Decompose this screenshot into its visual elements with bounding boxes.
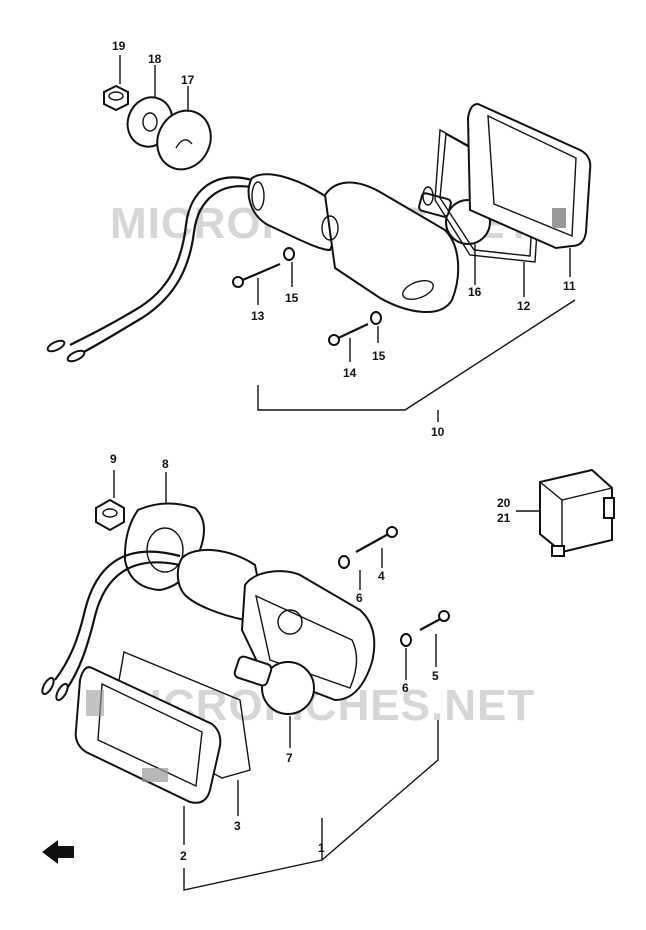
nut-19 (103, 84, 129, 112)
label-19: 19 (112, 39, 126, 53)
label-3: 3 (234, 819, 241, 833)
housing-10 (247, 173, 460, 313)
washer-6-upper (338, 555, 350, 569)
washer-15-lower (370, 311, 382, 325)
label-20: 20 (497, 496, 511, 510)
relay-20-21 (539, 468, 615, 557)
label-14: 14 (343, 366, 357, 380)
label-6-lower: 6 (402, 681, 409, 695)
lens-11 (466, 102, 592, 250)
front-arrow-icon (42, 840, 74, 864)
label-15-lower: 15 (372, 349, 386, 363)
label-5: 5 (432, 669, 439, 683)
leader-lines-lower (113, 470, 540, 891)
screw-5 (419, 610, 450, 631)
upper-turn-signal-assembly (46, 84, 592, 363)
lower-turn-signal-assembly (41, 468, 615, 864)
screw-13 (232, 262, 281, 288)
connector-lower-2 (55, 682, 69, 702)
label-15-upper: 15 (285, 291, 299, 305)
lens-2 (74, 666, 222, 804)
wire-upper (69, 176, 253, 346)
connector-upper-1 (46, 339, 66, 353)
label-17: 17 (181, 73, 195, 87)
washer-6-lower (400, 633, 412, 647)
label-13: 13 (251, 309, 265, 323)
washer-15-upper (283, 247, 295, 261)
label-4: 4 (378, 569, 385, 583)
label-18: 18 (148, 52, 162, 66)
connector-lower-1 (41, 676, 55, 696)
label-12: 12 (517, 299, 531, 313)
nut-9 (95, 498, 125, 532)
label-6-upper: 6 (356, 591, 363, 605)
label-11: 11 (563, 279, 576, 293)
label-16: 16 (468, 285, 482, 299)
label-9: 9 (110, 452, 117, 466)
label-21: 21 (497, 511, 511, 525)
label-10: 10 (431, 425, 445, 439)
bulb-16 (418, 186, 491, 245)
bulb-7 (233, 655, 315, 715)
connector-upper-2 (66, 349, 86, 363)
screw-4 (355, 526, 398, 553)
leader-lines-upper (119, 55, 576, 422)
label-8: 8 (162, 457, 169, 471)
wire-lower (54, 550, 181, 681)
label-1: 1 (318, 841, 325, 855)
gasket-17 (156, 109, 212, 171)
label-7: 7 (286, 751, 293, 765)
screw-14 (328, 323, 369, 346)
part-number-labels: 19 18 17 13 15 14 15 16 12 11 10 9 8 4 6… (110, 39, 576, 863)
label-2: 2 (180, 849, 187, 863)
